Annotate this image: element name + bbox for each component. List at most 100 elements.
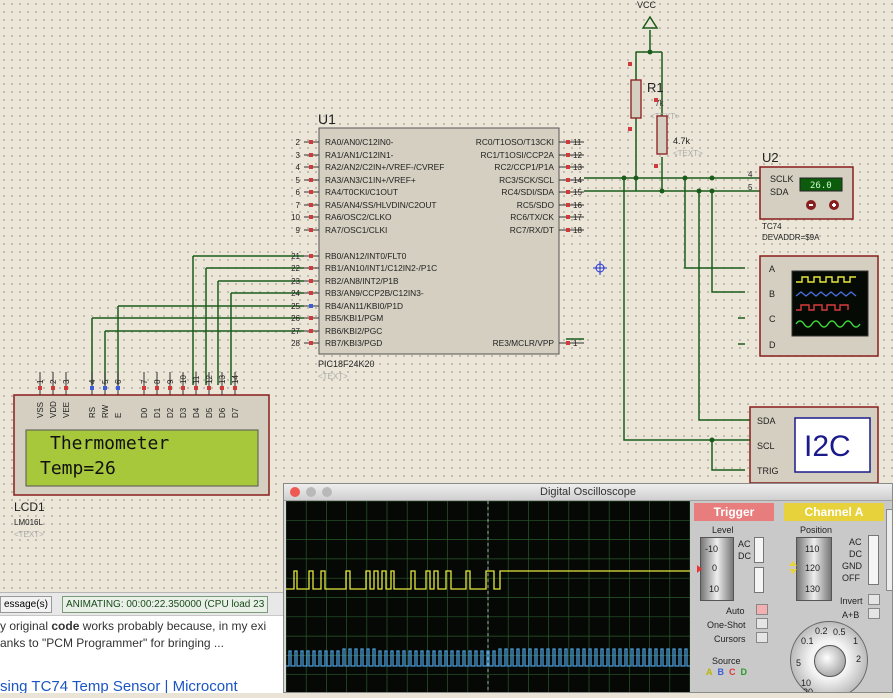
u2-part: TC74 [762, 222, 782, 231]
r1-value: 7k [655, 99, 664, 108]
trigger-level-knob[interactable]: -10 0 10 [697, 537, 734, 601]
lcd-pin-num-8: 8 [153, 379, 162, 384]
channel-a-coupling-switch[interactable] [868, 535, 879, 585]
source-a[interactable]: A [706, 667, 713, 677]
lcd-pin-name-e: E [114, 413, 123, 418]
scope-screen[interactable] [285, 500, 694, 692]
r2-text-placeholder: <TEXT> [673, 149, 703, 158]
maximize-icon[interactable] [322, 487, 332, 497]
trace-channel-a [286, 570, 690, 590]
trace-channel-b [286, 648, 694, 667]
lcd-pin-name-d6: D6 [218, 407, 227, 418]
trigger-ac: AC [738, 539, 751, 549]
cursors-toggle[interactable] [756, 632, 768, 643]
dial-value-1: 0.2 [815, 626, 828, 636]
trigger-coupling-switch[interactable] [754, 537, 764, 563]
trigger-edge-switch[interactable] [754, 567, 764, 593]
u2-pin-num-5: 5 [748, 183, 753, 192]
messages-tab[interactable]: essage(s) [0, 596, 52, 613]
channel-a-position-knob[interactable]: 110 120 130 [796, 537, 832, 601]
u1-pin-name-9: RA7/OSC1/CLKI [325, 225, 387, 235]
minimize-icon[interactable] [306, 487, 316, 497]
u1-pin-name-22: RB1/AN10/INT1/C12IN2-/P1C [325, 263, 437, 273]
dial-value-6: 2 [856, 654, 862, 664]
text1-suffix: works probably because, in my exi [79, 619, 267, 633]
u1-pin-num-27: 27 [291, 327, 300, 336]
trigger-dc: DC [738, 551, 751, 561]
u1-part: PIC18F24K20 [318, 359, 375, 369]
channel-a-header: Channel A [784, 503, 884, 521]
i2c-pin-sda: SDA [757, 416, 776, 426]
lcd-pin-name-d7: D7 [231, 407, 240, 418]
lcd-module[interactable]: 1VSS2VDD3VEE4RS5RW6E7D08D19D210D311D412D… [13, 372, 270, 539]
lcd-pin-num-12: 12 [205, 375, 214, 384]
i2c-pin-trig: TRIG [757, 466, 779, 476]
u1-pin-name-18: RC7/RX/DT [510, 225, 554, 235]
source-b[interactable]: B [717, 667, 725, 677]
dial-value-3: 0.1 [801, 636, 814, 646]
oscilloscope-control-panel: Trigger Level -10 0 10 AC DC Auto One-Sh… [690, 501, 892, 693]
oscilloscope-instrument[interactable]: A B C D [759, 255, 879, 357]
u1-pin-num-5: 5 [296, 176, 301, 185]
lcd-pin-name-vdd: VDD [49, 401, 58, 418]
a-plus-b-toggle[interactable] [868, 608, 880, 619]
vcc-terminal[interactable]: VCC [637, 0, 659, 29]
resistor-r2[interactable]: 4.7k <TEXT> [654, 98, 703, 168]
oscilloscope-title-bar[interactable]: Digital Oscilloscope [284, 484, 892, 501]
u1-pin-name-10: RA6/OSC2/CLKO [325, 212, 392, 222]
u2-tc74-sensor[interactable]: U2 SCLK SDA 4 5 26.0 TC74 DEVADDR=$9A [748, 150, 854, 242]
scope-channel-d: D [769, 340, 776, 350]
u1-pin-num-12: 12 [573, 151, 582, 160]
lcd-pin-num-9: 9 [166, 379, 175, 384]
u1-pin-name-13: RC2/CCP1/P1A [494, 162, 554, 172]
invert-label: Invert [840, 596, 863, 606]
u1-pin-name-7: RA5/AN4/SS/HLVDIN/C2OUT [325, 200, 437, 210]
position-scale-bottom: 130 [805, 584, 821, 594]
invert-toggle[interactable] [868, 594, 880, 605]
lcd-pin-name-d5: D5 [205, 407, 214, 418]
one-shot-toggle[interactable] [756, 618, 768, 629]
u1-pin-num-15: 15 [573, 188, 582, 197]
scope-channel-a: A [769, 264, 775, 274]
lcd-pin-num-1: 1 [36, 379, 45, 384]
i2c-debugger[interactable]: SDA SCL TRIG I2C [749, 406, 879, 484]
scope-channel-b: B [769, 289, 775, 299]
u1-pin-name-24: RB3/AN9/CCP2B/C12IN3- [325, 288, 424, 298]
channel-a-volts-dial[interactable]: 0.2 0.5 0.1 1 5 2 10 20 [790, 621, 868, 693]
u1-right-pins: 11RC0/T1OSO/T13CKI12RC1/T1OSI/CCP2A13RC2… [476, 137, 584, 348]
u1-pin-num-24: 24 [291, 289, 300, 298]
position-down-icon[interactable] [789, 569, 797, 574]
lcd-pin-num-6: 6 [114, 379, 123, 384]
trigger-auto: Auto [726, 606, 745, 616]
dial-knob-icon [814, 645, 846, 677]
lcd-pin-name-rw: RW [101, 404, 110, 418]
channel-a-position-label: Position [800, 525, 833, 535]
u1-pin-name-16: RC5/SDO [517, 200, 555, 210]
source-d[interactable]: D [740, 667, 748, 677]
u1-pin-name-21: RB0/AN12/INT0/FLT0 [325, 251, 407, 261]
a-plus-b-label: A+B [842, 610, 860, 620]
u1-pin-num-13: 13 [573, 163, 582, 172]
r2-value: 4.7k [673, 136, 691, 146]
u1-pin-num-25: 25 [291, 302, 300, 311]
browser-link[interactable]: sing TC74 Temp Sensor | Microcont [0, 678, 238, 693]
u2-display: 26.0 [810, 181, 832, 191]
trigger-source-options[interactable]: A B C D [706, 667, 747, 677]
source-c[interactable]: C [729, 667, 736, 677]
lcd-text-placeholder: <TEXT> [14, 530, 44, 539]
auto-toggle[interactable] [756, 604, 768, 615]
u1-pin-name-12: RC1/T1OSI/CCP2A [480, 150, 554, 160]
close-icon[interactable] [290, 487, 300, 497]
animation-status: ANIMATING: 00:00:22.350000 (CPU load 23 [62, 596, 269, 613]
trigger-source-label: Source [712, 656, 741, 666]
digital-oscilloscope-window[interactable]: Digital Oscilloscope Trigger Level -10 0… [283, 483, 893, 693]
trigger-scale-mid: 0 [712, 563, 718, 573]
u1-pin-name-2: RA0/AN0/C12IN0- [325, 137, 394, 147]
dial-value-8: 20 [803, 687, 814, 693]
u1-pin-num-1: 1 [573, 339, 578, 348]
u1-pin-name-14: RC3/SCK/SCL [499, 175, 554, 185]
position-up-icon[interactable] [789, 561, 797, 566]
